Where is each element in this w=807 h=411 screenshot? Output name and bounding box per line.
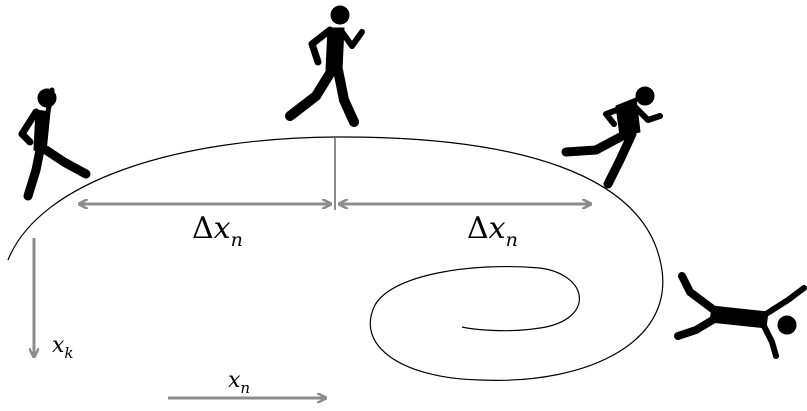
runner-silhouette-3 [561,86,663,189]
delta-label-right: Δxn [467,211,518,251]
runner-silhouette-2 [285,5,365,127]
runner-silhouette-1 [18,87,91,201]
delta-label-left: Δxn [192,211,243,251]
xk-label: xk [52,333,74,362]
runner-silhouette-4 [674,272,807,359]
spiral-curve [7,136,664,381]
xn-label: xn [228,368,250,397]
